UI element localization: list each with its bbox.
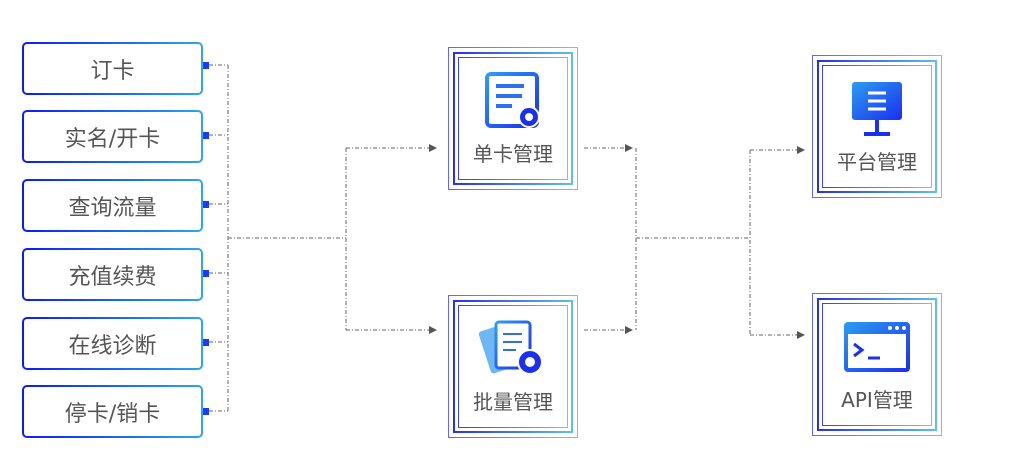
documents-gear-icon — [478, 320, 543, 375]
card-label: 单卡管理 — [473, 142, 553, 166]
port — [203, 339, 209, 346]
terminal-icon — [844, 322, 910, 372]
port — [203, 62, 209, 69]
left-item-stop-card[interactable]: 停卡/销卡 — [22, 385, 203, 438]
left-item-order-card[interactable]: 订卡 — [22, 42, 203, 95]
label: 在线诊断 — [24, 319, 201, 368]
card-label: API管理 — [841, 388, 913, 412]
left-item-recharge[interactable]: 充值续费 — [22, 248, 203, 301]
label: 充值续费 — [24, 250, 201, 299]
monitor-icon — [852, 82, 902, 136]
left-item-realname[interactable]: 实名/开卡 — [22, 110, 203, 163]
label: 停卡/销卡 — [24, 387, 201, 436]
label: 订卡 — [24, 44, 201, 93]
label: 查询流量 — [24, 181, 201, 230]
document-gear-icon — [485, 72, 540, 128]
card-platform-management[interactable]: 平台管理 — [812, 55, 942, 198]
card-api-management[interactable]: API管理 — [812, 293, 942, 436]
card-single-management[interactable]: 单卡管理 — [448, 47, 578, 190]
label: 实名/开卡 — [24, 112, 201, 161]
left-item-query-traffic[interactable]: 查询流量 — [22, 179, 203, 232]
card-batch-management[interactable]: 批量管理 — [448, 295, 578, 438]
port — [203, 201, 209, 208]
card-label: 批量管理 — [473, 390, 553, 414]
port — [203, 132, 209, 139]
port — [203, 408, 209, 415]
card-label: 平台管理 — [837, 150, 917, 174]
port — [203, 270, 209, 277]
left-item-diagnosis[interactable]: 在线诊断 — [22, 317, 203, 370]
